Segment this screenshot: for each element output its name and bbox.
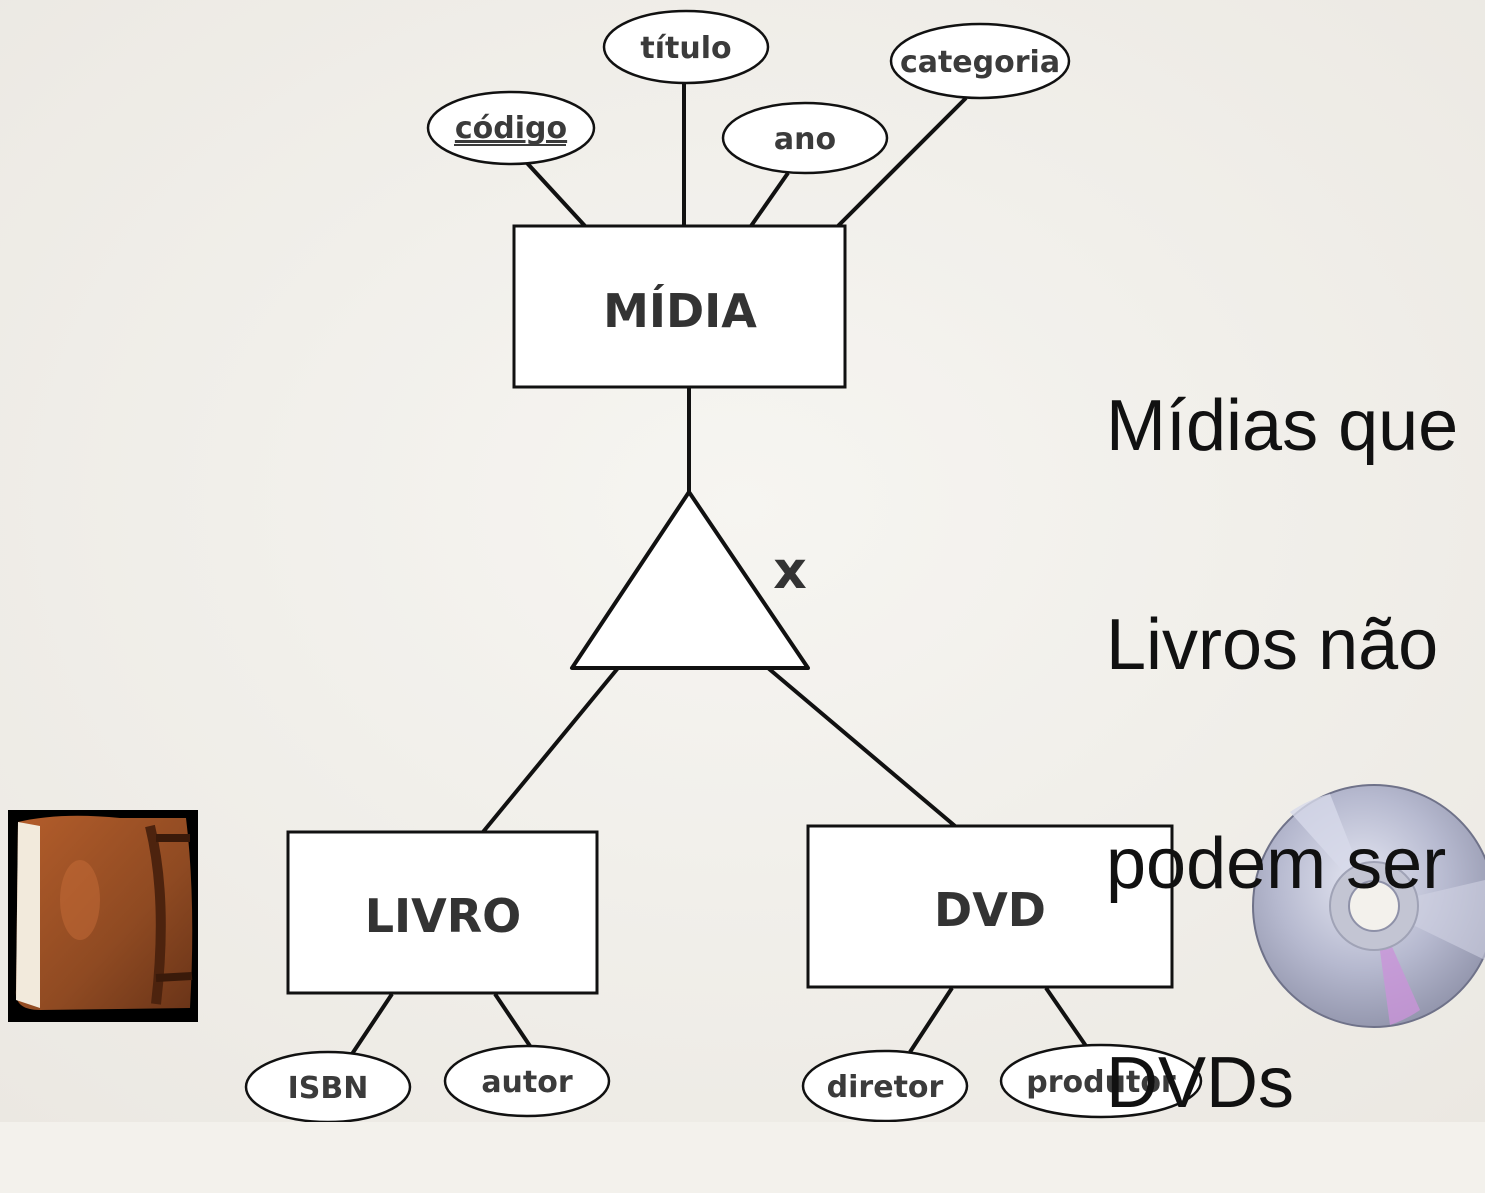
line-isbn	[350, 992, 394, 1056]
entity-dvd: DVD	[806, 824, 1174, 989]
attribute-isbn-label: ISBN	[288, 1071, 369, 1106]
attribute-titulo: título	[602, 9, 770, 85]
exclusive-marker: x	[773, 541, 807, 601]
attribute-produtor-label: produtor	[1026, 1065, 1176, 1100]
attribute-autor: autor	[443, 1044, 611, 1118]
line-specialization-dvd	[766, 666, 957, 828]
attribute-codigo-label: código	[455, 111, 567, 146]
attribute-diretor-label: diretor	[827, 1070, 944, 1105]
line-categoria	[836, 96, 968, 228]
attribute-ano: ano	[721, 101, 889, 175]
er-diagram: MÍDIA LIVRO DVD x código título ano cate…	[8, 9, 1485, 1122]
attribute-produtor: produtor	[999, 1043, 1203, 1119]
connector-lines	[350, 82, 1088, 1056]
attribute-categoria-label: categoria	[900, 45, 1060, 80]
note-line: Livros não	[1106, 605, 1439, 685]
attribute-categoria: categoria	[889, 22, 1071, 100]
background	[0, 0, 1485, 1122]
attribute-isbn: ISBN	[244, 1050, 412, 1122]
attribute-ano-label: ano	[774, 122, 836, 157]
entity-midia-label: MÍDIA	[603, 284, 757, 338]
entity-midia: MÍDIA	[512, 224, 847, 389]
entity-livro-label: LIVRO	[365, 889, 522, 943]
line-codigo	[525, 161, 587, 228]
line-ano	[749, 171, 790, 228]
note-line: DVDs	[1106, 1043, 1295, 1123]
line-autor	[493, 992, 532, 1048]
attribute-diretor: diretor	[801, 1049, 969, 1122]
line-produtor	[1044, 986, 1088, 1048]
attribute-codigo: código	[426, 90, 596, 166]
dvd-disc-icon	[1252, 784, 1485, 1028]
specialization-triangle	[570, 490, 810, 670]
note-text: Mídias que Livros não podem ser DVDs	[1106, 244, 1485, 1193]
attribute-titulo-label: título	[640, 31, 731, 66]
entity-livro: LIVRO	[286, 830, 599, 995]
book-icon	[8, 810, 198, 1022]
note-line: podem ser	[1106, 824, 1447, 904]
note-line: Mídias que	[1106, 386, 1459, 466]
line-specialization-livro	[481, 666, 620, 834]
entity-dvd-label: DVD	[934, 883, 1046, 937]
line-diretor	[908, 986, 954, 1054]
attribute-autor-label: autor	[481, 1065, 573, 1100]
